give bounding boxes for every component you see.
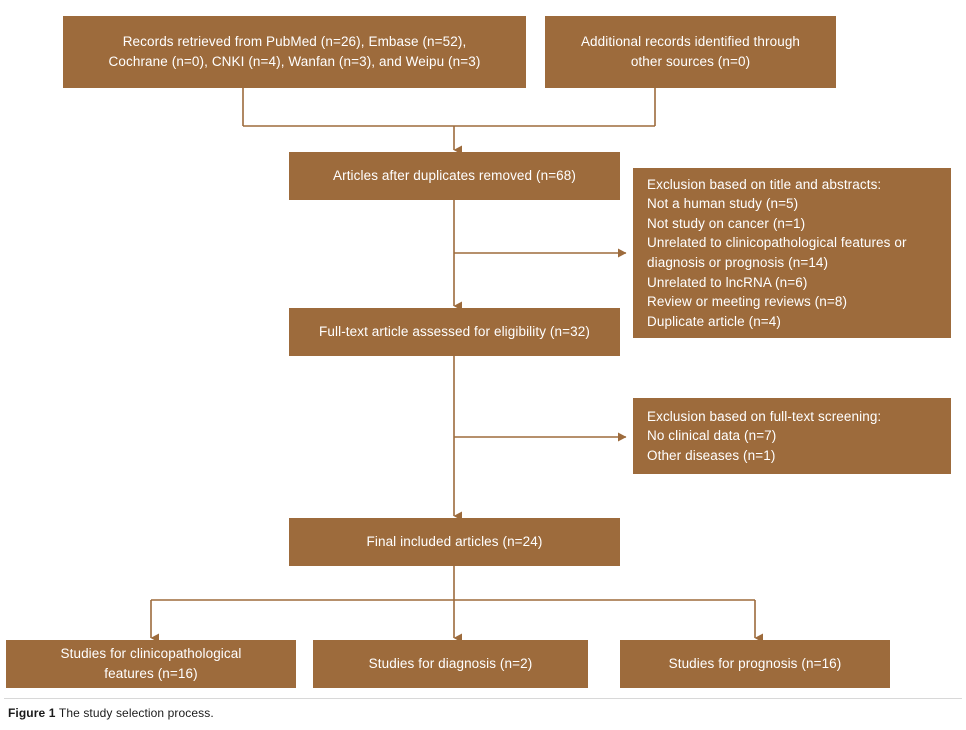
node-studies-diagnosis-label: Studies for diagnosis (n=2) (368, 656, 533, 672)
node-articles-after-duplicates: Articles after duplicates removed (n=68) (289, 152, 620, 200)
node-studies-clinicopathological: Studies for clinicopathological features… (6, 640, 296, 688)
node-studies-clinicopathological-label: Studies for clinicopathological features… (60, 646, 242, 681)
node-studies-diagnosis: Studies for diagnosis (n=2) (313, 640, 588, 688)
node-full-text-assessed-label: Full-text article assessed for eligibili… (319, 324, 590, 340)
node-exclusion-full-text-label: Exclusion based on full-text screening: … (647, 408, 882, 463)
node-records-retrieved: Records retrieved from PubMed (n=26), Em… (63, 16, 526, 88)
node-articles-after-duplicates-label: Articles after duplicates removed (n=68) (333, 168, 576, 184)
node-final-included-articles: Final included articles (n=24) (289, 518, 620, 566)
figure-caption-label: Figure 1 (8, 706, 56, 720)
node-exclusion-title-abstract: Exclusion based on title and abstracts: … (633, 168, 951, 338)
node-records-retrieved-label: Records retrieved from PubMed (n=26), Em… (108, 34, 481, 69)
node-exclusion-title-abstract-label: Exclusion based on title and abstracts: … (647, 176, 907, 329)
node-final-included-articles-label: Final included articles (n=24) (366, 534, 543, 550)
node-full-text-assessed: Full-text article assessed for eligibili… (289, 308, 620, 356)
caption-divider (4, 698, 962, 699)
figure-caption: Figure 1 The study selection process. (8, 706, 214, 720)
node-studies-prognosis-label: Studies for prognosis (n=16) (668, 656, 842, 672)
node-exclusion-full-text: Exclusion based on full-text screening: … (633, 398, 951, 474)
node-additional-records-label: Additional records identified through ot… (580, 34, 801, 69)
node-additional-records: Additional records identified through ot… (545, 16, 836, 88)
node-studies-prognosis: Studies for prognosis (n=16) (620, 640, 890, 688)
figure-caption-text: The study selection process. (58, 706, 214, 720)
